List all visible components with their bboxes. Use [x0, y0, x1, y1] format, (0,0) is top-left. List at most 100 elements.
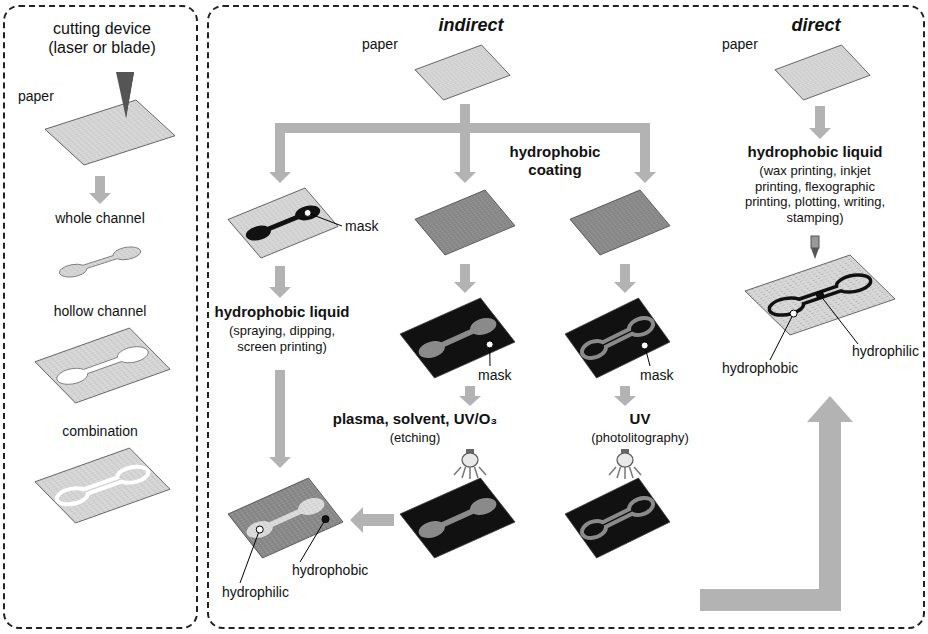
sheet: [415, 190, 515, 255]
texture: [35, 448, 170, 523]
sheet: [415, 45, 510, 100]
paper-sheet: [228, 478, 343, 558]
process-arrow: [620, 264, 630, 282]
process-arrow: [700, 422, 830, 600]
process-arrow: [280, 104, 465, 172]
part-label: paper: [722, 36, 758, 53]
paper-sheet: [415, 190, 515, 255]
paper-sheet: [228, 188, 338, 258]
paper-sheet: [400, 478, 515, 558]
paper-sheet: [400, 298, 515, 378]
part-label: hollow channel: [35, 303, 165, 320]
step-label: hydrophobic liquid: [730, 143, 900, 161]
paper-sheet: [570, 190, 670, 255]
texture: [228, 188, 338, 258]
arrow-head: [454, 282, 476, 293]
channel: [414, 494, 500, 541]
process-arrow: [460, 264, 470, 282]
channel: [578, 494, 657, 541]
channel: [52, 463, 153, 507]
paper-sheet: [565, 298, 670, 378]
leader-line: [308, 213, 342, 226]
part-label: (spraying, dipping, screen printing): [212, 323, 352, 354]
arrow-head: [454, 172, 476, 183]
arrow-head: [269, 172, 291, 183]
process-arrow: [815, 106, 825, 128]
sheet: [35, 328, 170, 403]
marker-dot: [641, 342, 648, 349]
leader-line: [240, 530, 260, 583]
marker-dot: [790, 310, 797, 317]
texture: [415, 45, 510, 100]
process-arrow: [275, 266, 285, 287]
marker-dot: [304, 209, 311, 216]
channel: [578, 314, 657, 361]
paper-sheet: [565, 478, 670, 558]
panel-heading: indirect: [411, 15, 531, 37]
paper-sheet: [745, 255, 895, 335]
step-label: hydrophobic coating: [488, 143, 623, 179]
marker-dot: [486, 341, 493, 348]
leader-line: [820, 295, 858, 344]
sheet: [570, 190, 670, 255]
channel: [414, 314, 500, 361]
texture: [745, 255, 895, 335]
channel: [764, 271, 876, 318]
sheet: [775, 45, 870, 100]
lamp: [609, 449, 641, 479]
arrow-head: [269, 287, 291, 298]
leader-line: [770, 314, 794, 360]
channel: [242, 494, 328, 541]
process-arrow: [363, 514, 394, 526]
part-label: paper: [362, 36, 398, 53]
texture: [35, 328, 170, 403]
sheet: [400, 298, 515, 378]
arrow-head: [350, 507, 363, 533]
marker-dot: [322, 516, 329, 523]
paper-sheet: [35, 448, 170, 523]
part-label: hydrophilic: [852, 343, 919, 360]
paper-sheet: [35, 328, 170, 403]
part-label: hydrophobic: [722, 360, 798, 377]
process-arrow: [465, 386, 475, 396]
part-label: whole channel: [35, 210, 165, 227]
channel: [55, 244, 145, 279]
panel-heading: cutting device (laser or blade): [32, 19, 172, 57]
arrow-head: [807, 396, 853, 422]
channel: [52, 343, 153, 387]
marker-dot: [256, 526, 263, 533]
sheet: [45, 100, 175, 165]
part-label: (wax printing, inkjet printing, flexogra…: [740, 163, 890, 225]
step-label: plasma, solvent, UV/O₃: [310, 410, 520, 428]
channel: [242, 202, 324, 243]
arrow-head: [459, 396, 481, 406]
texture: [415, 190, 515, 255]
part-label: mask: [345, 218, 378, 235]
blade: [116, 72, 134, 118]
part-label: mask: [640, 367, 673, 384]
paper-sheet: [415, 45, 510, 100]
part-label: hydrophilic: [222, 584, 289, 601]
texture: [55, 244, 145, 279]
part-label: combination: [35, 423, 165, 440]
part-label: mask: [478, 367, 511, 384]
part-label: paper: [18, 88, 54, 105]
process-arrow: [95, 176, 105, 193]
process-arrow: [620, 386, 630, 396]
texture: [775, 45, 870, 100]
dropper: [811, 236, 819, 259]
panel-heading: direct: [756, 15, 876, 37]
paper-channel: [55, 244, 145, 279]
part-label: (etching): [355, 430, 475, 446]
sheet: [228, 478, 343, 558]
marker-dot: [817, 292, 824, 299]
sheet: [565, 298, 670, 378]
texture: [242, 494, 328, 541]
texture: [45, 100, 175, 165]
sheet: [565, 478, 670, 558]
arrow-head: [89, 193, 111, 204]
step-label: UV: [610, 410, 670, 428]
paper-sheet: [775, 45, 870, 100]
sheet: [400, 478, 515, 558]
arrow-head: [614, 282, 636, 293]
